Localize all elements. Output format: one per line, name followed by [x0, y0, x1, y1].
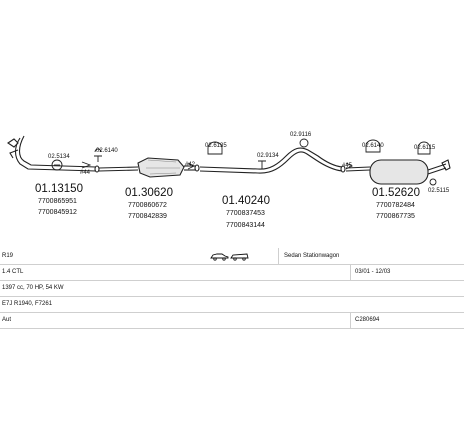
catalog-number: C280694 — [355, 317, 380, 323]
fitting-symbols — [51, 138, 437, 186]
part-number: 01.13150 — [35, 183, 83, 195]
oem-number: 7700860672 — [128, 202, 167, 209]
info-row-capacity: 1397 cc, 70 HP, 54 KW — [0, 280, 464, 296]
fitting-label: 02.5115 — [428, 188, 450, 194]
sedan-icon — [210, 253, 229, 261]
front-pipe — [7, 135, 100, 173]
info-row-gearbox: Aut C280694 — [0, 312, 464, 328]
gearbox-value: Aut — [2, 317, 12, 323]
rear-silencer — [345, 159, 451, 185]
oem-number: 7700845912 — [38, 209, 77, 216]
fitting-label: 02.6135 — [205, 143, 227, 149]
fitting-label: 02.9134 — [257, 153, 279, 159]
fitting-label: 02.6140 — [96, 148, 118, 154]
exhaust-drawing — [7, 135, 451, 186]
catalytic-converter — [98, 157, 200, 178]
engine-code-value: E7J R1940, F7261 — [2, 301, 53, 307]
fitting-label: 02.6140 — [362, 143, 384, 149]
fitting-label: #44 — [80, 170, 91, 176]
part-number: 01.40240 — [222, 195, 270, 207]
part-number: 01.30620 — [125, 187, 173, 199]
info-row-engine-code: E7J R1940, F7261 — [0, 296, 464, 312]
fitting-label: 02.5134 — [48, 154, 70, 160]
fitting-label: #45 — [342, 163, 353, 169]
fitting-label: 02.9116 — [290, 132, 312, 138]
part-number: 01.52620 — [372, 187, 420, 199]
middle-pipe — [199, 147, 346, 174]
info-row-model: R19 Sedan Stationwagon — [0, 248, 464, 264]
body-type-icons — [210, 251, 250, 263]
oem-number: 7700867735 — [376, 213, 415, 220]
oem-number: 7700865951 — [38, 198, 77, 205]
oem-number: 7700842839 — [128, 213, 167, 220]
engine-value: 1.4 CTL — [2, 269, 24, 275]
fitting-label: #42 — [185, 162, 196, 168]
capacity-value: 1397 cc, 70 HP, 54 KW — [2, 285, 64, 291]
oem-number: 7700782484 — [376, 202, 415, 209]
body-type-value: Sedan Stationwagon — [284, 253, 340, 259]
years-value: 03/01 - 12/03 — [355, 269, 391, 275]
vehicle-info-table: R19 Sedan Stationwagon 1.4 CTL 03/01 - 1… — [0, 248, 464, 329]
fitting-label: 02.6115 — [414, 145, 436, 151]
oem-number: 7700837453 — [226, 210, 265, 217]
info-row-engine: 1.4 CTL 03/01 - 12/03 — [0, 264, 464, 280]
exhaust-diagram: 02.5134 #44 01.13150 7700865951 77008459… — [7, 132, 451, 229]
stationwagon-icon — [230, 253, 249, 261]
model-value: R19 — [2, 253, 14, 259]
oem-number: 7700843144 — [226, 222, 265, 229]
